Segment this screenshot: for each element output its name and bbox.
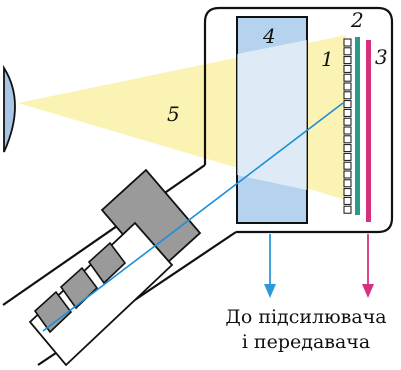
label-2: 2 xyxy=(350,8,364,32)
mosaic-cell xyxy=(343,100,352,109)
light-through-plate xyxy=(237,40,307,190)
mosaic-cell xyxy=(343,82,352,91)
label-1: 1 xyxy=(321,47,334,71)
mosaic-cell xyxy=(343,126,352,135)
signal-plate xyxy=(355,37,360,215)
mosaic-cell xyxy=(343,170,352,179)
mosaic-cell xyxy=(343,64,352,73)
mosaic-cell xyxy=(343,152,352,161)
mosaic-cell xyxy=(343,73,352,82)
mosaic-cell xyxy=(343,56,352,65)
caption-line-2: і передавача xyxy=(242,331,370,353)
arrow-head-blue xyxy=(264,284,276,298)
mosaic-cell xyxy=(343,205,352,214)
gun-housing xyxy=(28,221,174,367)
label-3: 3 xyxy=(375,45,388,69)
mosaic xyxy=(343,38,352,214)
tube-envelope xyxy=(203,6,394,234)
mosaic-cell xyxy=(343,135,352,144)
gun-grid xyxy=(87,241,127,285)
mosaic-cell xyxy=(343,196,352,205)
gun-grid xyxy=(59,266,99,310)
mosaic-cell xyxy=(343,91,352,100)
mosaic-cell xyxy=(343,179,352,188)
gun-grid xyxy=(33,290,73,334)
mosaic-cell xyxy=(343,38,352,47)
lens xyxy=(3,64,16,153)
mosaic-cell xyxy=(343,144,352,153)
arrow-head-magenta xyxy=(362,284,374,298)
mosaic-cell xyxy=(343,161,352,170)
label-5: 5 xyxy=(167,102,180,126)
label-4: 4 xyxy=(262,24,276,48)
mosaic-cell xyxy=(343,47,352,56)
caption-line-1: До підсилювача xyxy=(225,306,386,328)
mosaic-cell xyxy=(343,117,352,126)
electron-beam xyxy=(42,102,344,332)
mosaic-cell xyxy=(343,108,352,117)
collector-electrode xyxy=(366,40,371,222)
tube-neck-left xyxy=(2,164,206,306)
mosaic-cell xyxy=(343,188,352,197)
